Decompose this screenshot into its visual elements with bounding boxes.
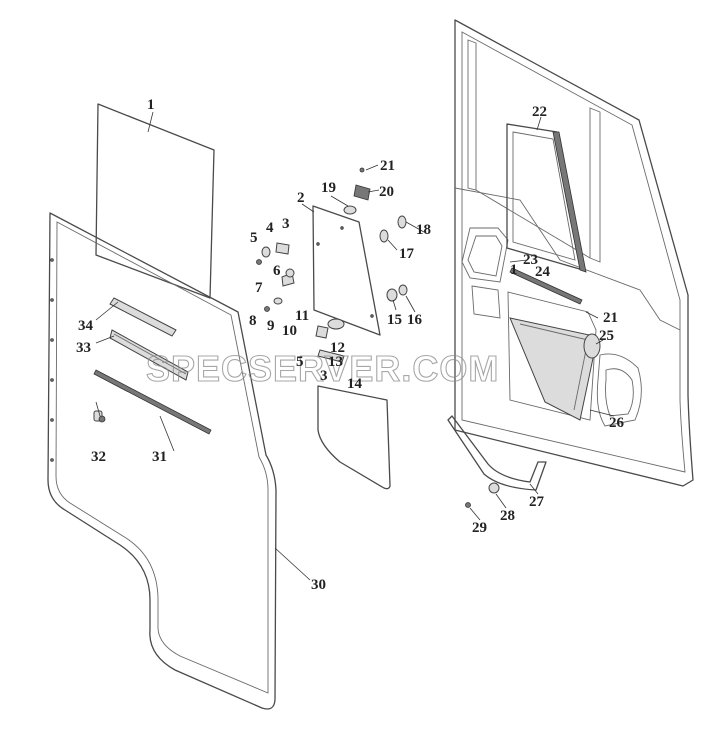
callout-24: 24: [535, 264, 551, 280]
regulator-hardware: [256, 167, 408, 363]
part-33-strip: [109, 329, 189, 381]
callout-8: 8: [249, 313, 257, 329]
callout-27: 27: [529, 494, 545, 510]
callout-23: 23: [523, 252, 538, 268]
callout-1: 1: [147, 97, 155, 113]
part-30-inner-panel: [47, 212, 277, 710]
callout-11: 11: [295, 308, 309, 324]
callout-2: 2: [297, 190, 305, 206]
callout-7: 7: [255, 280, 263, 296]
part-25-26-module: [509, 317, 601, 421]
callout-29: 29: [472, 520, 487, 536]
part-34-strip: [109, 297, 177, 337]
callout-5-lower: 5: [296, 354, 304, 370]
callout-14: 14: [347, 376, 363, 392]
callout-15: 15: [387, 312, 402, 328]
callout-30: 30: [311, 577, 326, 593]
callout-9: 9: [267, 318, 275, 334]
callout-4: 4: [266, 220, 274, 236]
callout-3: 3: [282, 216, 290, 232]
watermark-text: SPECSERVER.COM: [146, 348, 499, 389]
callout-10: 10: [282, 323, 297, 339]
callout-21-right: 21: [603, 310, 618, 326]
part-1-window-glass: [95, 103, 215, 299]
part-31-strip: [93, 369, 212, 435]
callout-1-right: 1: [510, 262, 518, 278]
callout-32: 32: [91, 449, 106, 465]
callout-31: 31: [152, 449, 167, 465]
door-frame-assembly: [454, 19, 694, 487]
part-27-rod: [447, 415, 547, 491]
callout-numbers: 1 2 3 4 5 6 7 8 9 10 11 12 13 14 15 16 1…: [76, 97, 625, 593]
callout-28: 28: [500, 508, 515, 524]
part-2-regulator-plate: [312, 205, 381, 336]
callout-18: 18: [416, 222, 431, 238]
callout-33: 33: [76, 340, 91, 356]
callout-34: 34: [78, 318, 94, 334]
part-24-rail: [509, 267, 583, 305]
callout-16: 16: [407, 312, 423, 328]
callout-26: 26: [609, 415, 625, 431]
callout-17: 17: [399, 246, 415, 262]
callout-25: 25: [599, 328, 614, 344]
part-32-clip: [93, 410, 106, 423]
callout-19: 19: [321, 180, 336, 196]
callout-3-lower: 3: [320, 368, 328, 384]
callout-22: 22: [532, 104, 547, 120]
callout-12: 12: [330, 340, 345, 356]
callout-leader-lines: [95, 111, 615, 581]
panel-fastener-holes: [50, 258, 54, 462]
callout-20: 20: [379, 184, 394, 200]
callout-5: 5: [250, 230, 258, 246]
part-14-lower-plate: [317, 385, 391, 490]
part-28-29-fasteners: [465, 482, 500, 508]
callout-6: 6: [273, 263, 281, 279]
callout-21-top: 21: [380, 158, 395, 174]
callout-13: 13: [328, 354, 343, 370]
part-22-vent-window: [506, 123, 587, 273]
